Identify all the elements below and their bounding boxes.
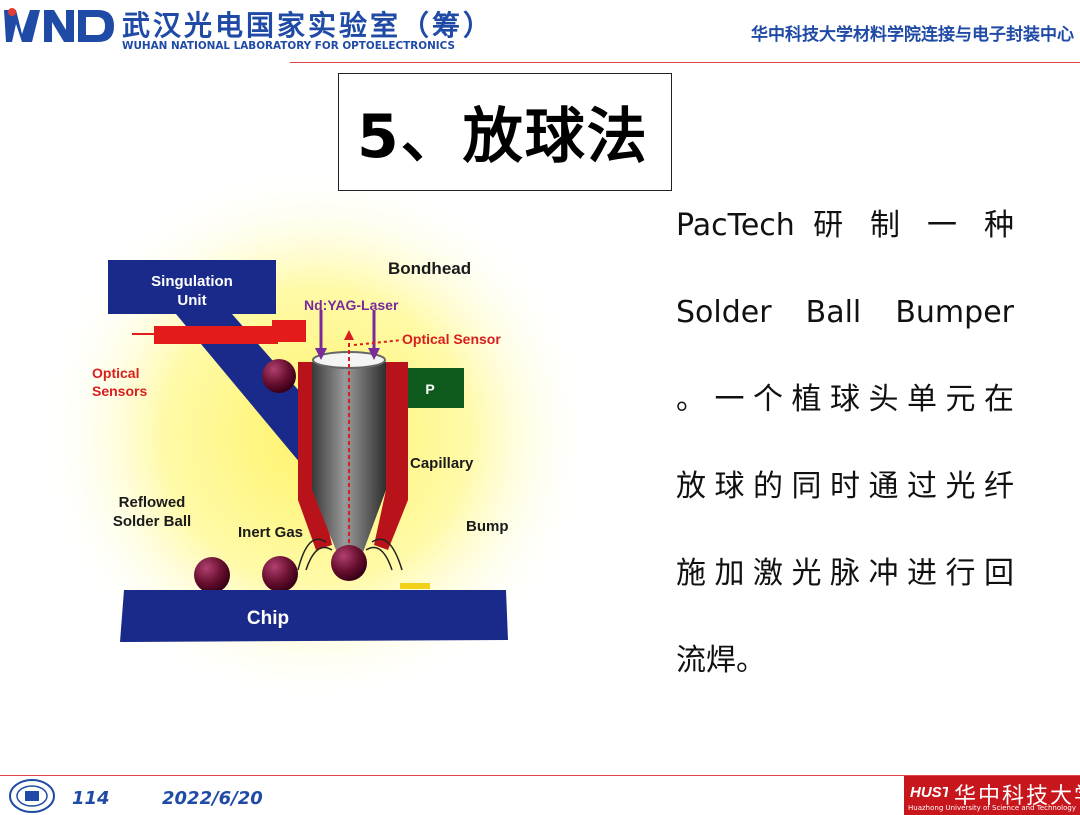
university-seal-icon [9,779,55,813]
label-p: P [425,381,434,397]
label-singulation-unit-line1: Singulation [151,273,233,290]
university-name-cn: 华中科技大学 [954,784,1080,809]
svg-text:HUST: HUST [910,784,948,801]
description-line: 。一个植球头单元在 [676,382,1014,417]
label-reflowed-line2: Solder Ball [113,513,191,530]
lab-name-en: WUHAN NATIONAL LABORATORY FOR OPTOELECTR… [122,40,455,52]
label-capillary: Capillary [410,455,474,472]
label-laser: Nd:YAG-Laser [304,297,399,313]
label-bump: Bump [466,518,509,535]
lab-name-cn: 武汉光电国家实验室（筹） [122,9,495,42]
center-name: 华中科技大学材料学院连接与电子封装中心 [751,25,1074,45]
label-reflowed-line1: Reflowed [119,494,186,511]
chip [120,590,508,642]
optical-sensor-bar [154,326,278,344]
description-line: PacTech 研 制 一 种 [676,208,1014,243]
label-optical-sensors-line1: Optical [92,365,139,381]
header-divider [290,62,1080,63]
description-line: 放球的同时通过光纤 [676,469,1014,504]
wnlo-logo-icon [4,8,114,42]
hust-logo-icon: HUST [910,784,948,801]
label-optical-sensors-line2: Sensors [92,383,147,399]
solder-ball [262,359,296,393]
description-line: 流焊。 [676,643,766,678]
label-chip: Chip [247,608,289,629]
description-text: PacTech 研 制 一 种 Solder Ball Bumper 。一个植球… [676,182,1014,704]
description-line: Solder Ball Bumper [676,295,1014,330]
solder-ball [194,557,230,593]
slide-title-box: 5、放球法 [338,73,672,191]
university-banner: HUST 华中科技大学 Huazhong University of Scien… [904,776,1080,815]
label-bondhead: Bondhead [388,259,471,278]
slide-header: 武汉光电国家实验室（筹） WUHAN NATIONAL LABORATORY F… [0,0,1080,64]
solder-ball [262,556,298,592]
singulation-unit-box [108,260,276,314]
slide-date: 2022/6/20 [162,788,263,809]
inert-gas-flow [297,538,403,571]
university-name-en: Huazhong University of Science and Techn… [908,804,1076,812]
label-singulation-unit-line2: Unit [177,292,206,309]
footer-divider [0,775,1080,776]
slide-title: 5、放球法 [357,102,649,172]
label-inert-gas: Inert Gas [238,524,303,541]
label-optical-sensor: Optical Sensor [402,331,501,347]
page-number: 114 [72,788,110,809]
description-line: 施加激光脉冲进行回 [676,556,1014,591]
solder-ball-bumper-diagram: Singulation Unit Bondhead Nd:YAG-Laser O… [38,155,594,695]
bump-pad [400,583,430,589]
solder-ball [331,545,367,581]
